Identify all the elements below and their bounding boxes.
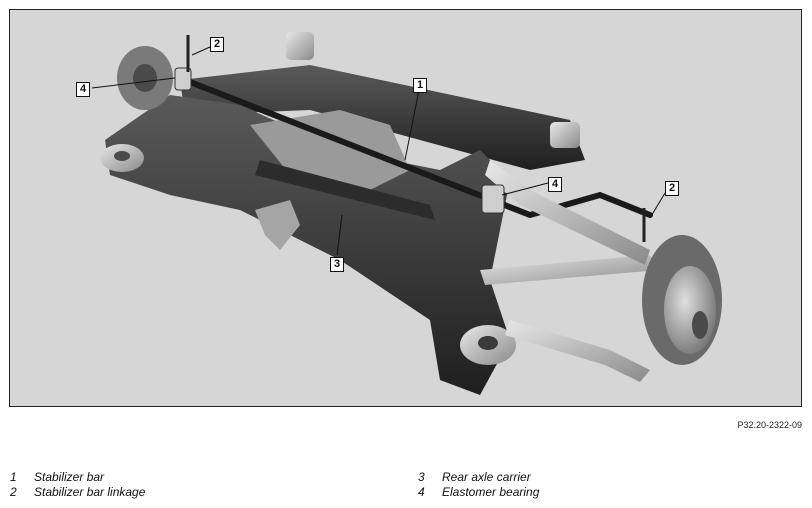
callout-3: 3 (330, 257, 345, 272)
figure-reference: P32.20-2322-09 (737, 420, 802, 430)
legend-right-column: 3 Rear axle carrier 4 Elastomer bearing (418, 470, 539, 500)
lower-bracket (255, 200, 300, 250)
leader-c2a (191, 46, 211, 56)
legend-label: Elastomer bearing (442, 485, 540, 499)
callout-4-right: 4 (548, 177, 563, 192)
drive-shaft (255, 160, 435, 220)
right-control-arm-lower (505, 320, 650, 382)
legend-label: Stabilizer bar (34, 470, 105, 484)
leader-c4b (501, 182, 549, 196)
leader-c1 (404, 89, 420, 161)
legend-item: 4 Elastomer bearing (418, 485, 539, 500)
legend-item: 3 Rear axle carrier (418, 470, 539, 485)
legend-number: 1 (10, 470, 17, 484)
legend-label: Rear axle carrier (442, 470, 531, 484)
figure-frame: 1 2 2 3 4 4 (9, 9, 802, 407)
elastomer-bearing-right (481, 184, 505, 214)
callout-4-left: 4 (76, 82, 91, 97)
legend-number: 2 (10, 485, 17, 499)
rear-mount-right (550, 122, 580, 148)
leader-c2b (649, 192, 666, 219)
upper-crossmember (180, 65, 585, 170)
rear-axle-illustration (91, 32, 722, 395)
legend-left-column: 1 Stabilizer bar 2 Stabilizer bar linkag… (10, 470, 145, 500)
stabilizer-bar-shape (182, 77, 653, 219)
legend-label: Stabilizer bar linkage (34, 485, 146, 499)
callout-2-left: 2 (210, 37, 225, 52)
legend-item: 1 Stabilizer bar (10, 470, 145, 485)
rear-mount-left (286, 32, 314, 60)
legend-number: 3 (418, 470, 425, 484)
elastomer-bearing-left (174, 67, 192, 91)
right-trailing-arm (485, 160, 650, 265)
legend-item: 2 Stabilizer bar linkage (10, 485, 145, 500)
leader-c3 (336, 214, 343, 256)
callout-1: 1 (413, 78, 428, 93)
right-control-arm-upper (480, 255, 660, 285)
right-wheel-hub (664, 266, 716, 354)
callout-2-right: 2 (665, 181, 680, 196)
legend-number: 4 (418, 485, 425, 499)
leader-c4a (91, 77, 176, 89)
